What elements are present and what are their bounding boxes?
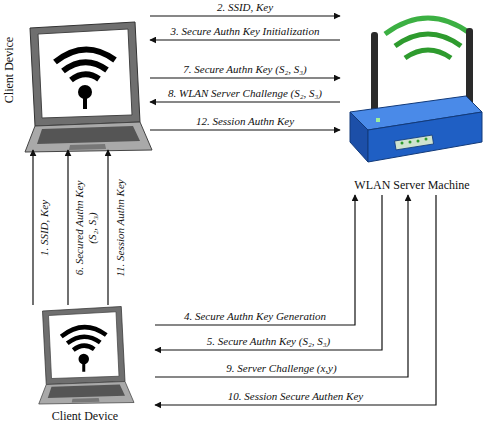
message-arrow: [155, 195, 436, 405]
step-label: 8. WLAN Server Challenge (S₂, S₃): [166, 87, 324, 100]
step-label: 9. Server Challenge (x,y): [224, 362, 338, 375]
message-arrow: [32, 150, 33, 305]
device-node: Client Device: [0, 0, 150, 150]
message-arrow: [107, 150, 108, 305]
step-label: 4. Secure Authn Key Generation: [182, 310, 328, 323]
step-label: 6. Secured Authn Key (S₂, S₃): [73, 170, 98, 286]
message-arrow: [150, 129, 340, 130]
step-label: 5. Secure Authn Key (S₂, S₃): [205, 335, 332, 348]
laptop-picture: [25, 22, 152, 152]
device-label: WLAN Server Machine: [340, 179, 484, 193]
message-arrow: [150, 39, 340, 40]
message-arrow: [155, 195, 408, 377]
laptop-picture: [39, 307, 134, 405]
message-arrow: [150, 101, 340, 102]
message-arrow: [155, 195, 355, 325]
device-node: WLAN Server Machine: [340, 0, 484, 195]
message-arrow: [67, 150, 68, 305]
message-arrow: [155, 195, 382, 350]
step-label: 2. SSID, Key: [215, 1, 275, 14]
step-label: 7. Secure Authn Key (S₂, S₃): [181, 63, 308, 76]
message-arrow: [150, 15, 340, 16]
device-label: Client Device: [3, 37, 17, 103]
step-label: 1. SSID, Key: [38, 197, 51, 257]
device-node: Client Device: [15, 305, 155, 426]
message-arrow: [150, 77, 340, 78]
step-label: 11. Session Authn Key: [114, 177, 127, 278]
step-label: 10. Session Secure Authen Key: [226, 390, 365, 403]
router-picture: [350, 18, 482, 162]
step-label: 12. Session Authn Key: [194, 115, 296, 128]
device-label: Client Device: [15, 410, 155, 424]
step-label: 3. Secure Authn Key Initialization: [169, 25, 322, 38]
